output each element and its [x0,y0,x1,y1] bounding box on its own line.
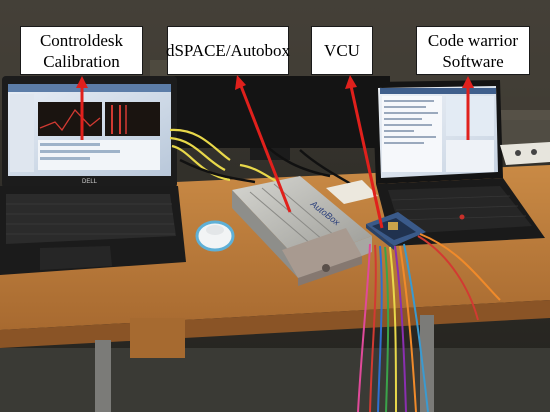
dspace-label-line-1: dSPACE/Autobox [165,41,291,60]
arrow-code-warrior [462,76,474,140]
dell-logo-text: DELL [82,179,98,185]
wire-harness [357,233,501,412]
right-laptop [372,80,545,246]
arrow-controldesk [76,76,88,140]
vcu-label-line-1: VCU [324,41,360,60]
controldesk-label-line-1: Controldesk [39,30,124,50]
dspace-autobox-label: dSPACE/Autobox [165,26,291,75]
vcu-label: VCU [311,26,373,75]
controldesk-calibration-label: Controldesk Calibration [20,26,143,75]
arrow-vcu [345,75,384,229]
arrow-dspace [235,75,292,213]
code-warrior-software-label: Code warrior Software [416,26,530,75]
mouse [195,220,235,252]
code-warrior-label-line-1: Code warrior [427,30,519,50]
power-strip [500,142,550,165]
left-laptop: DELL [0,76,186,275]
autobox-device: AutoBox [232,176,372,286]
controldesk-label-line-2: Calibration [43,51,120,71]
code-warrior-label-line-2: Software [442,51,504,71]
annotation-arrows [76,75,474,229]
